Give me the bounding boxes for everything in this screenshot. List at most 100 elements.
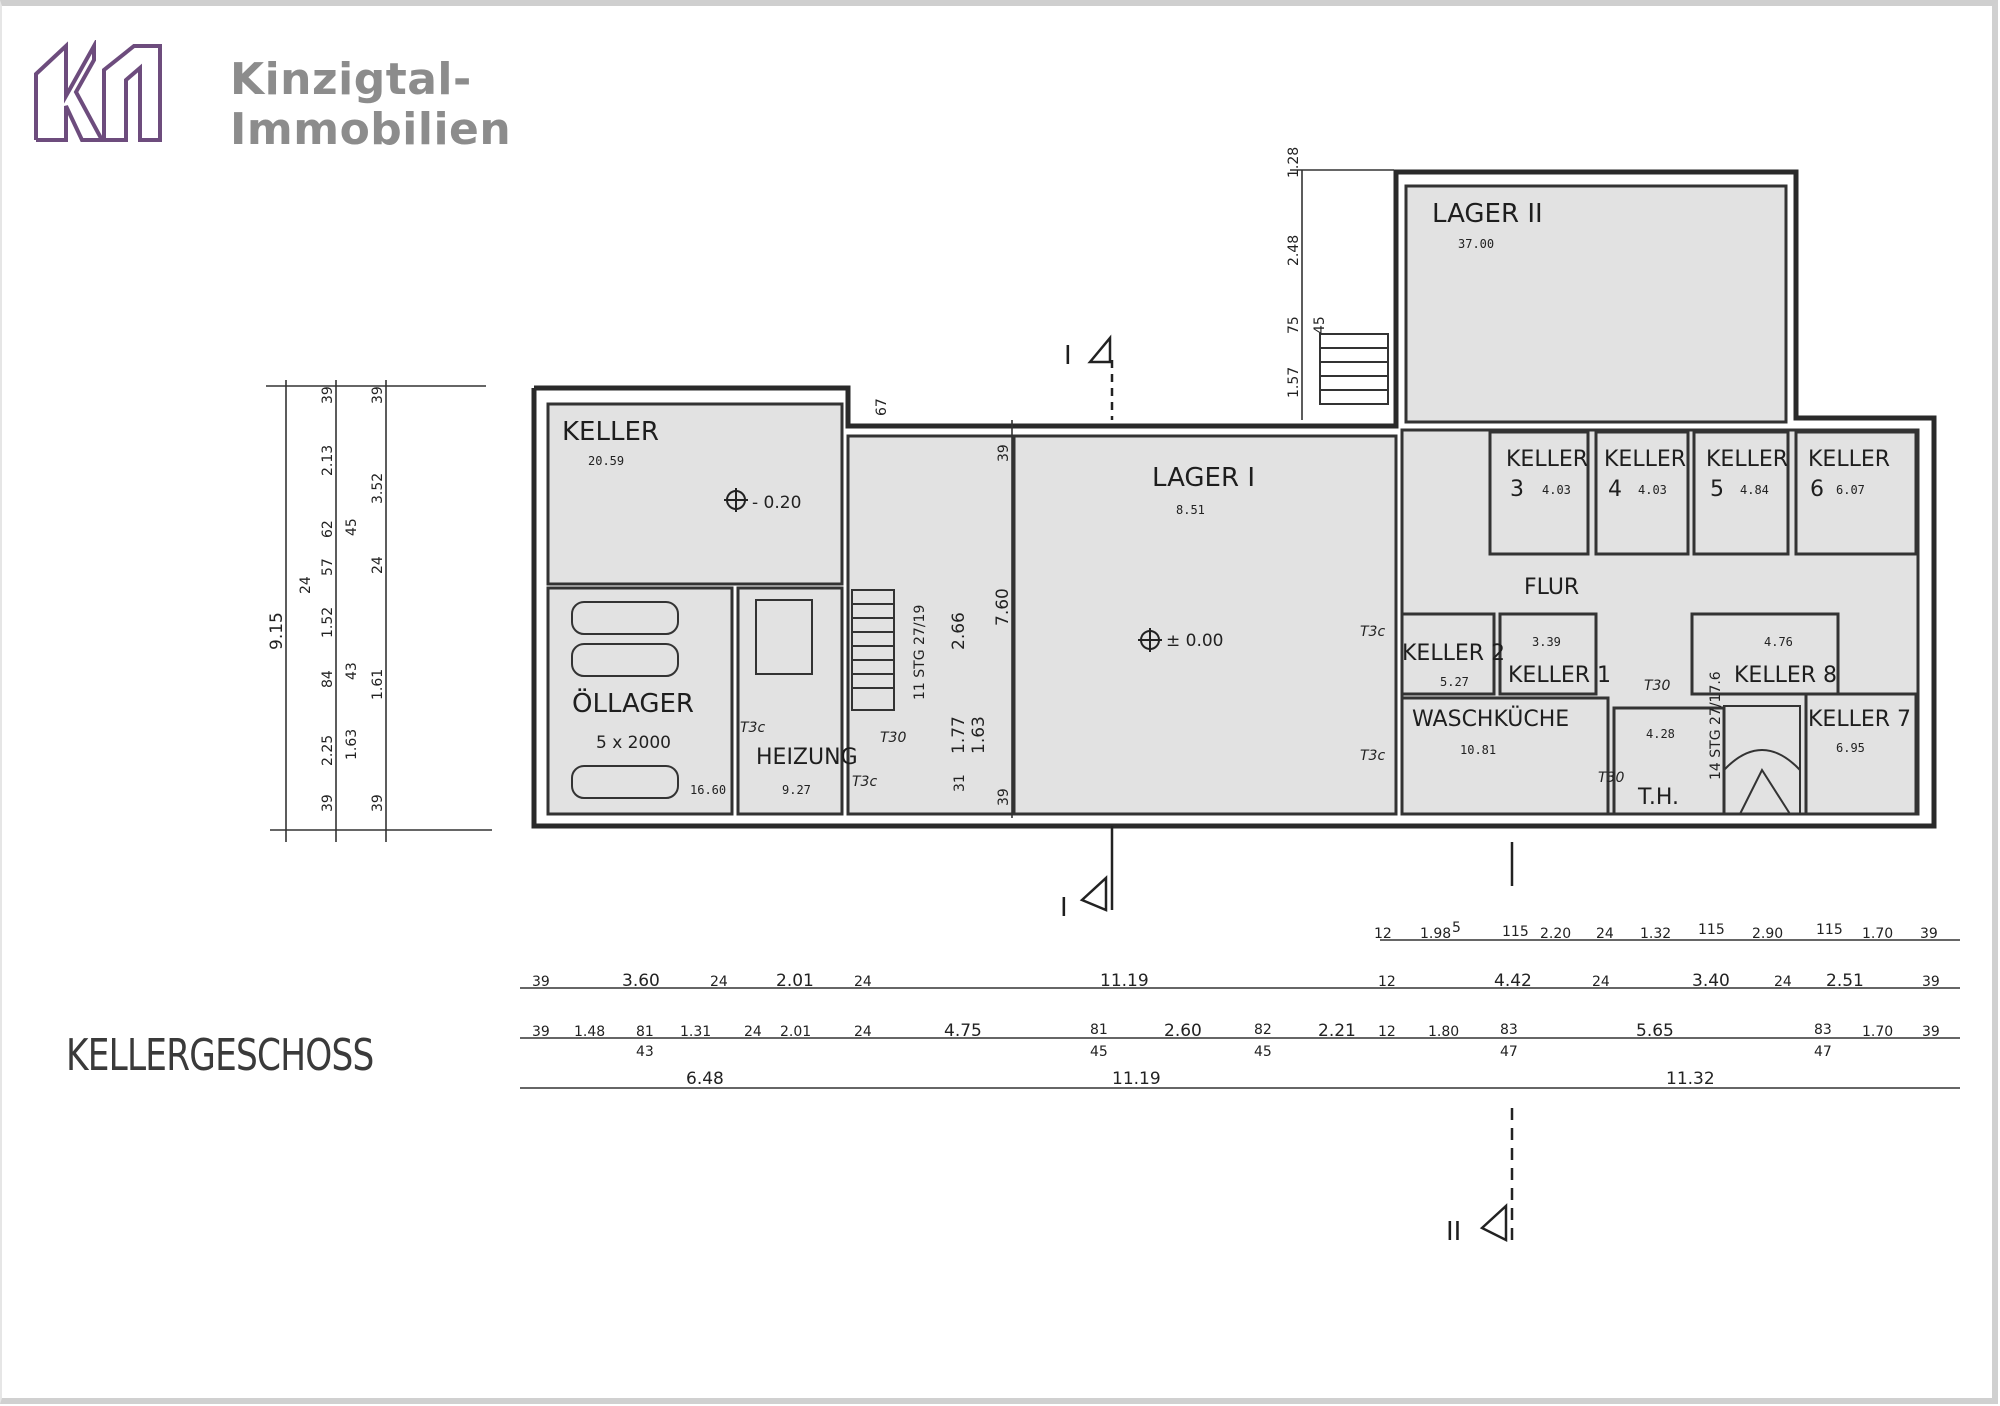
dim-r2-11: 2.51 xyxy=(1826,971,1864,991)
dim-r4-1: 11.19 xyxy=(1112,1069,1161,1089)
tank-3 xyxy=(571,765,679,799)
room-keller8 xyxy=(1690,612,1840,696)
dim-r4-0: 6.48 xyxy=(686,1069,724,1089)
label-flur: FLUR xyxy=(1524,575,1579,600)
door-t3-1: T3c xyxy=(740,720,765,736)
dim-r2-5: 11.19 xyxy=(1100,971,1149,991)
label-keller8: KELLER 8 xyxy=(1734,663,1837,688)
stair-2 xyxy=(1723,705,1801,815)
dim-r3-12: 82 xyxy=(1254,1022,1272,1038)
dim-r2-10: 24 xyxy=(1774,974,1792,990)
section-arrow-bottom-icon xyxy=(1079,875,1108,912)
dim-top-1: 2.48 xyxy=(1286,235,1302,266)
dim-r1-6: 1.32 xyxy=(1640,926,1671,942)
dim-r3-14: 2.21 xyxy=(1318,1021,1356,1041)
dim-r1-10: 1.70 xyxy=(1862,926,1893,942)
room-oellager xyxy=(546,586,734,816)
room-lager1-corridor xyxy=(846,434,1016,816)
dim-r1-7: 115 xyxy=(1698,922,1725,938)
label-heizung: HEIZUNG xyxy=(756,745,858,770)
stair2-note: 14 STG 27/17.6 xyxy=(1708,671,1724,780)
room-keller6 xyxy=(1794,430,1918,556)
brand-name-line2: Immobilien xyxy=(230,104,512,155)
dim-r1-8: 2.90 xyxy=(1752,926,1783,942)
dim-top-0: 1.28 xyxy=(1286,147,1302,178)
label-keller6: KELLER xyxy=(1808,447,1890,472)
outer-wall-west xyxy=(531,169,1937,829)
dim-r2-12: 39 xyxy=(1922,974,1940,990)
label-keller5: KELLER xyxy=(1706,447,1788,472)
door-t30-1: T30 xyxy=(880,730,906,746)
dim-r2-9: 3.40 xyxy=(1692,971,1730,991)
door-t3-2: T3c xyxy=(852,774,877,790)
floor-title: KELLERGESCHOSS xyxy=(66,1030,374,1081)
level-lager1: ± 0.00 xyxy=(1166,631,1224,651)
area-keller1: 3.39 xyxy=(1532,635,1561,649)
area-keller2: 5.27 xyxy=(1440,675,1469,689)
area-lager2: 37.00 xyxy=(1458,237,1494,251)
dim-r3-5: 24 xyxy=(744,1024,762,1040)
label-keller: KELLER xyxy=(562,417,659,447)
label-keller3: KELLER xyxy=(1506,447,1588,472)
room-keller7 xyxy=(1804,692,1918,816)
dim-r3-18: 47 xyxy=(1500,1044,1518,1060)
dim-r3-20: 83 xyxy=(1814,1022,1832,1038)
area-keller4: 4.03 xyxy=(1638,483,1667,497)
room-keller xyxy=(546,402,844,586)
dim-r3-3: 43 xyxy=(636,1044,654,1060)
dim-r2-0: 39 xyxy=(532,974,550,990)
room-keller2 xyxy=(1400,612,1496,696)
room-lager1 xyxy=(1012,434,1398,816)
area-keller6: 6.07 xyxy=(1836,483,1865,497)
area-lager1: 8.51 xyxy=(1176,503,1205,517)
level-keller: - 0.20 xyxy=(752,493,801,513)
room-keller1 xyxy=(1498,612,1598,696)
dim-r1-4: 2.20 xyxy=(1540,926,1571,942)
room-waschkueche xyxy=(1400,696,1610,816)
dim-mid-b: 7.60 xyxy=(993,588,1013,626)
dim-r3-22: 1.70 xyxy=(1862,1024,1893,1040)
dim-r3-11: 2.60 xyxy=(1164,1021,1202,1041)
dim-r3-17: 83 xyxy=(1500,1022,1518,1038)
brand-name-line1: Kinzigtal- xyxy=(230,54,472,105)
label-keller6-num: 6 xyxy=(1810,477,1824,502)
area-keller8: 4.76 xyxy=(1764,635,1793,649)
dim-mid-g: 39 xyxy=(996,788,1012,806)
tank-2 xyxy=(571,643,679,677)
door-t30-2: T30 xyxy=(1644,678,1670,694)
kinzigtal-logo-icon xyxy=(34,40,162,142)
dim-r1-2: 5 xyxy=(1452,920,1461,936)
dim-r2-1: 3.60 xyxy=(622,971,660,991)
stair1-note: 11 STG 27/19 xyxy=(912,605,928,700)
dim-r3-10: 45 xyxy=(1090,1044,1108,1060)
area-waschkueche: 10.81 xyxy=(1460,743,1496,757)
dim-left-c1-3: 24 xyxy=(298,576,314,594)
dim-r3-6: 2.01 xyxy=(780,1024,811,1040)
dim-left-c2-4: 1.61 xyxy=(370,669,386,700)
dim-mid-c: 2.66 xyxy=(949,612,969,650)
dim-left-c2-5: 43 xyxy=(344,662,360,680)
dim-r2-8: 24 xyxy=(1592,974,1610,990)
room-keller5 xyxy=(1692,430,1790,556)
label-th: T.H. xyxy=(1637,785,1679,810)
boiler xyxy=(755,599,813,675)
area-keller5: 4.84 xyxy=(1740,483,1769,497)
label-lager1: LAGER I xyxy=(1152,463,1255,493)
area-oellager: 16.60 xyxy=(690,783,726,797)
dim-r3-8: 4.75 xyxy=(944,1021,982,1041)
section-arrow-top-icon xyxy=(1087,334,1112,364)
section-label-ii: II xyxy=(1446,1217,1461,1247)
label-keller4-num: 4 xyxy=(1608,477,1622,502)
dim-r3-9: 81 xyxy=(1090,1022,1108,1038)
label-waschkueche: WASCHKÜCHE xyxy=(1412,706,1569,732)
dim-r3-7: 24 xyxy=(854,1024,872,1040)
dim-top-3: 45 xyxy=(1312,316,1328,334)
area-th: 4.28 xyxy=(1646,727,1675,741)
tank-1 xyxy=(571,601,679,635)
section-label-i-top: I xyxy=(1064,341,1072,371)
dim-left-c2-1: 3.52 xyxy=(370,473,386,504)
dim-r3-16: 1.80 xyxy=(1428,1024,1459,1040)
area-heizung: 9.27 xyxy=(782,783,811,797)
dim-r4-2: 11.32 xyxy=(1666,1069,1715,1089)
